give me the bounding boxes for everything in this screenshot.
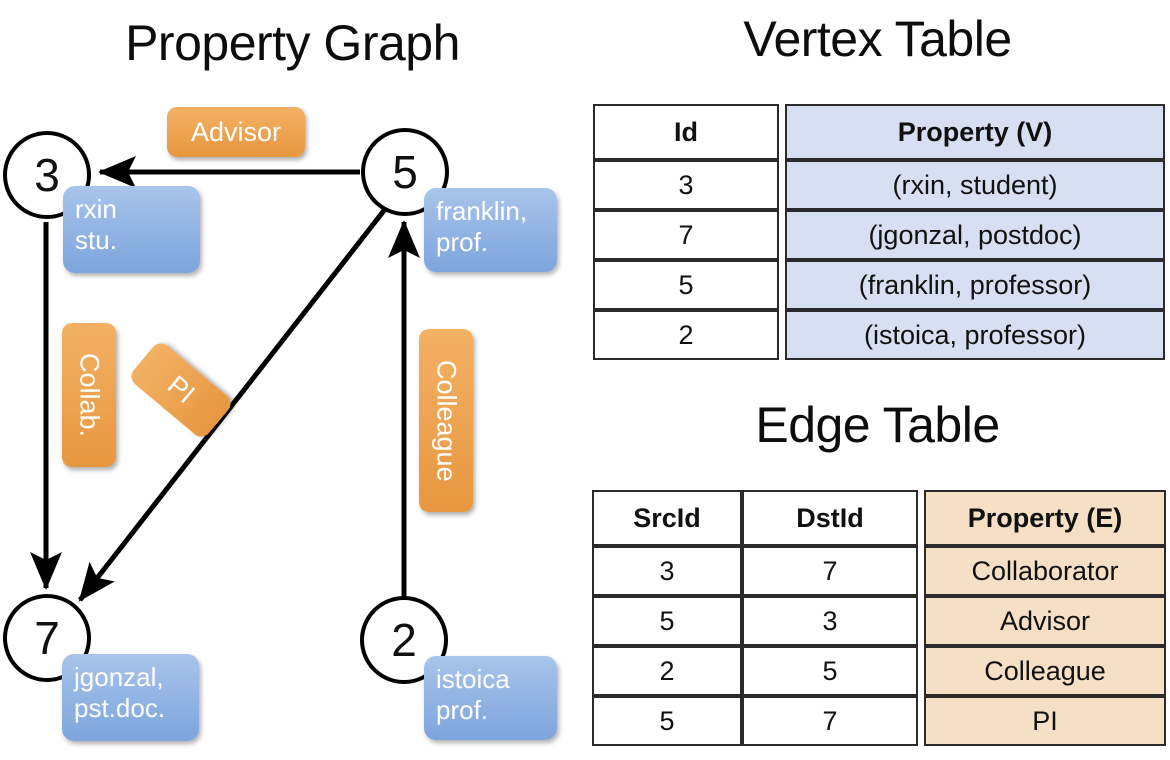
edge-row-2-dst: 5 <box>742 646 918 696</box>
vertex-row-3-id: 2 <box>593 310 779 360</box>
vertex-table-header-id: Id <box>593 104 779 160</box>
edge-label-collab: Collab. <box>62 323 116 467</box>
edge-table-header-srcid: SrcId <box>592 490 742 546</box>
vertex-row-1-id: 7 <box>593 210 779 260</box>
edge-label-colleague-text: Colleague <box>431 359 462 482</box>
edge-row-3-dst: 7 <box>742 696 918 746</box>
graph-vertex-5[interactable]: 5 <box>361 128 449 216</box>
table-row: 5 7 PI <box>592 696 1166 746</box>
vertex-7-property-box: jgonzal, pst.doc. <box>62 654 199 741</box>
edge-table-header-property: Property (E) <box>924 490 1166 546</box>
vertex-7-property-line1: jgonzal, <box>74 662 164 692</box>
vertex-row-2-property: (franklin, professor) <box>785 260 1165 310</box>
graph-vertex-2-id: 2 <box>391 614 417 666</box>
table-row: 7 (jgonzal, postdoc) <box>593 210 1165 260</box>
vertex-5-property-box: franklin, prof. <box>424 188 557 272</box>
vertex-row-1-property: (jgonzal, postdoc) <box>785 210 1165 260</box>
page-title-edge-table: Edge Table <box>755 397 1000 453</box>
graph-vertex-2[interactable]: 2 <box>360 596 448 684</box>
edge-row-1-dst: 3 <box>742 596 918 646</box>
vertex-3-property-line1: rxin <box>75 194 117 224</box>
vertex-table-header-row: Id Property (V) <box>593 104 1165 160</box>
table-row: 5 (franklin, professor) <box>593 260 1165 310</box>
vertex-row-0-property: (rxin, student) <box>785 160 1165 210</box>
edge-row-1-property: Advisor <box>924 596 1166 646</box>
graph-vertex-7-id: 7 <box>34 612 60 664</box>
vertex-row-3-property: (istoica, professor) <box>785 310 1165 360</box>
edge-row-2-property: Colleague <box>924 646 1166 696</box>
graph-vertex-3-id: 3 <box>34 149 60 201</box>
table-row: 5 3 Advisor <box>592 596 1166 646</box>
vertex-table-header-property: Property (V) <box>785 104 1165 160</box>
edge-label-colleague: Colleague <box>419 329 473 512</box>
vertex-row-0-id: 3 <box>593 160 779 210</box>
edge-row-0-dst: 7 <box>742 546 918 596</box>
vertex-5-property-line1: franklin, <box>436 196 528 226</box>
table-row: 3 7 Collaborator <box>592 546 1166 596</box>
vertex-7-property-line2: pst.doc. <box>74 692 166 723</box>
edge-row-2-src: 2 <box>592 646 742 696</box>
edge-table: SrcId DstId Property (E) 3 7 Collaborato… <box>592 490 1166 746</box>
edge-label-pi-text: PI <box>161 369 201 410</box>
edge-row-0-src: 3 <box>592 546 742 596</box>
edge-label-advisor-text: Advisor <box>190 116 282 147</box>
vertex-2-property-box: istoica prof. <box>424 656 557 740</box>
property-graph-diagram: 3 5 7 2 rxin stu. franklin, prof. jgonza… <box>3 107 557 741</box>
graph-edges-svg <box>30 156 420 602</box>
edge-row-3-src: 5 <box>592 696 742 746</box>
page-title-property-graph: Property Graph <box>125 15 460 71</box>
vertex-3-property-box: rxin stu. <box>63 186 200 273</box>
edge-row-0-property: Collaborator <box>924 546 1166 596</box>
vertex-row-2-id: 5 <box>593 260 779 310</box>
vertex-table: Id Property (V) 3 (rxin, student) 7 (jgo… <box>593 104 1165 360</box>
page-title-vertex-table: Vertex Table <box>743 11 1012 67</box>
edge-label-collab-text: Collab. <box>74 352 105 438</box>
vertex-2-property-line2: prof. <box>436 694 489 725</box>
edge-table-header-dstid: DstId <box>742 490 918 546</box>
table-row: 3 (rxin, student) <box>593 160 1165 210</box>
graph-vertex-5-id: 5 <box>392 146 418 198</box>
edge-table-header-row: SrcId DstId Property (E) <box>592 490 1166 546</box>
edge-line-5-to-7 <box>78 206 388 602</box>
vertex-2-property-line1: istoica <box>436 664 510 694</box>
table-row: 2 5 Colleague <box>592 646 1166 696</box>
vertex-5-property-line2: prof. <box>436 226 489 257</box>
edge-row-1-src: 5 <box>592 596 742 646</box>
vertex-3-property-line2: stu. <box>75 224 117 255</box>
edge-row-3-property: PI <box>924 696 1166 746</box>
edge-label-advisor: Advisor <box>167 107 305 157</box>
table-row: 2 (istoica, professor) <box>593 310 1165 360</box>
